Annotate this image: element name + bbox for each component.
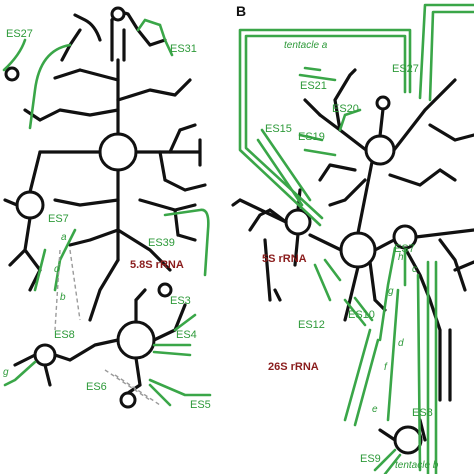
panel-b: B tentacle a ES27 ES21 ES20 ES15 xyxy=(231,3,474,474)
panel-a-es4-helix xyxy=(152,343,192,357)
panel-a-helix-trunk xyxy=(38,18,202,262)
panel-b-label-es20: ES20 xyxy=(332,103,359,115)
panel-b-helix-trunk xyxy=(231,78,474,252)
panel-a-label-es3: ES3 xyxy=(170,295,191,307)
panel-a-label-5-8s-rrna: 5.8S rRNA xyxy=(130,259,184,271)
panel-a-es27-helix xyxy=(2,38,72,130)
panel-b-label-es7: ES7 xyxy=(394,243,415,255)
panel-a-label-helix-a: a xyxy=(61,232,67,243)
panel-b-label-es27: ES27 xyxy=(392,63,419,75)
panel-a-helix-right xyxy=(138,123,207,242)
panel-b-label-es21: ES21 xyxy=(300,80,327,92)
panel-a-hairpin-left xyxy=(4,66,20,82)
panel-a-es39-helix xyxy=(163,208,210,277)
panel-b-helix-upper xyxy=(303,68,474,207)
panel-a-lower-loop xyxy=(116,320,156,360)
panel-b-label-es12: ES12 xyxy=(298,319,325,331)
panel-a-label-es27: ES27 xyxy=(6,28,33,40)
panel-a-hairpin-es3 xyxy=(157,282,173,298)
panel-a-label-es4: ES4 xyxy=(176,329,197,341)
panel-a-dashed-connectors xyxy=(54,249,161,406)
panel-a-helix-left xyxy=(3,150,42,292)
panel-a-helix-branches xyxy=(23,68,192,122)
panel-b-hairpin-top xyxy=(375,95,391,111)
panel-b-label-26s-rrna: 26S rRNA xyxy=(268,361,319,373)
panel-b-es21-helix xyxy=(298,66,337,82)
panel-a-hairpin-top xyxy=(110,6,126,22)
panel-a-es31-helix xyxy=(136,18,174,57)
panel-a-label-helix-d: d xyxy=(54,264,60,275)
panel-b-es9-helix xyxy=(373,448,402,474)
panel-b-tentacle-a xyxy=(238,28,412,227)
panel-b-label-tentacle-a: tentacle a xyxy=(284,40,328,51)
panel-b-es8-helix xyxy=(343,328,380,427)
panel-a-label-es39: ES39 xyxy=(148,237,175,249)
panel-b-label-helix-g: g xyxy=(388,286,394,297)
panel-b-helix-right xyxy=(438,238,474,292)
panel-a-label-helix-g: g xyxy=(3,367,9,378)
panel-a-es5-helix xyxy=(148,378,212,407)
panel-a-es3-helix xyxy=(173,313,197,332)
panel-b-es27-tentacle xyxy=(418,3,474,102)
panel-b-label-helix-e: e xyxy=(372,404,378,415)
panel-b-es19-helix xyxy=(298,133,337,157)
panel-a-helix-lower xyxy=(13,288,187,395)
panel-b-letter: B xyxy=(236,3,246,19)
panel-b-right-es xyxy=(416,273,422,472)
panel-b-label-es10: ES10 xyxy=(348,309,375,321)
panel-b-label-es15: ES15 xyxy=(265,123,292,135)
panel-a-es7-helix xyxy=(33,228,77,292)
panel-a-label-es7: ES7 xyxy=(48,213,69,225)
panel-b-es7-helix xyxy=(378,246,407,422)
panel-a-hairpin-es6 xyxy=(119,391,137,409)
panel-a-label-es5: ES5 xyxy=(190,399,211,411)
panel-b-label-helix-d: d xyxy=(398,338,404,349)
panel-b-label-helix-f: f xyxy=(384,362,388,373)
panel-b-label-es9: ES9 xyxy=(360,453,381,465)
panel-b-helix-left xyxy=(248,188,302,302)
panel-a-label-es8: ES8 xyxy=(54,329,75,341)
panel-b-tentacle-b xyxy=(426,260,438,474)
panel-b-label-helix-h: h xyxy=(398,252,404,263)
panel-a-label-helix-b: b xyxy=(60,292,66,303)
panel-b-es12-helix xyxy=(313,258,342,302)
panel-b-label-helix-c: c xyxy=(412,264,417,275)
panel-a-label-es31: ES31 xyxy=(170,43,197,55)
panel-a: ES27 ES31 ES7 ES39 ES8 ES3 ES4 ES6 ES5 a… xyxy=(2,6,212,411)
panel-a-left-loop xyxy=(15,190,45,220)
panel-b-label-5s-rrna: 5S rRNA xyxy=(262,253,307,265)
panel-b-es10-helix xyxy=(343,296,374,327)
panel-b-label-es19: ES19 xyxy=(298,131,325,143)
panel-b-label-es8: ES8 xyxy=(412,407,433,419)
panel-b-upper-loop xyxy=(364,134,396,166)
panel-b-es15-helix xyxy=(256,128,312,207)
panel-b-es20-helix xyxy=(338,108,362,132)
panel-a-small-loop xyxy=(33,343,57,367)
panel-a-helix-mid xyxy=(53,198,172,322)
panel-b-label-tentacle-b: tentacle b xyxy=(395,460,439,471)
panel-a-label-es6: ES6 xyxy=(86,381,107,393)
panel-b-bottom-loop xyxy=(393,425,423,455)
panel-a-es8-helix xyxy=(3,360,37,387)
panel-a-central-loop xyxy=(98,132,138,172)
